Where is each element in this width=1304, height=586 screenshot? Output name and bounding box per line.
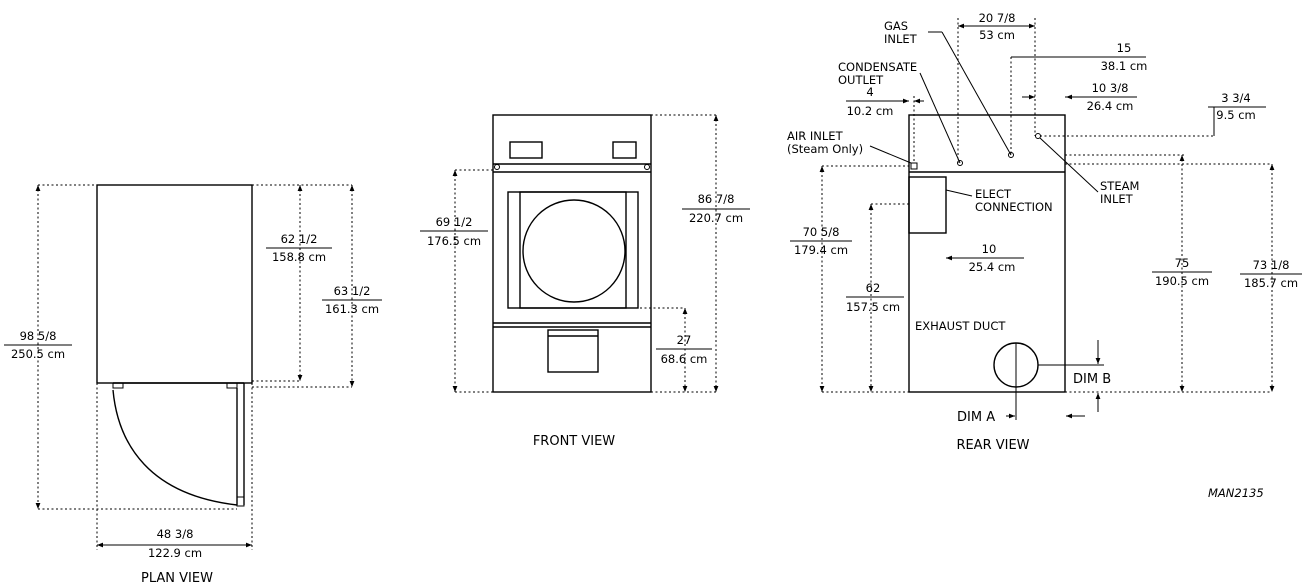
air-inlet-label-2: (Steam Only) xyxy=(787,142,863,156)
plan-width-in: 48 3/8 xyxy=(157,527,194,541)
rear-dim73-in: 73 1/8 xyxy=(1253,258,1290,272)
dim-b-label: DIM B xyxy=(1073,372,1111,387)
front-door-frame xyxy=(507,191,639,309)
front-overall-height-cm: 220.7 cm xyxy=(689,211,743,225)
front-screw-left xyxy=(494,164,500,170)
rear-gas-width-cm: 53 cm xyxy=(979,28,1015,42)
front-control-display xyxy=(509,141,543,159)
rear-elect-box xyxy=(908,176,947,234)
rear-dim10-in: 10 xyxy=(982,242,997,256)
steam-label-1: STEAM xyxy=(1100,179,1139,193)
steam-label-2: INLET xyxy=(1100,192,1134,206)
plan-depth-door-cm: 161.3 cm xyxy=(325,302,379,316)
gas-leader-b xyxy=(941,31,1012,156)
rear-air-inlet-port xyxy=(910,162,918,170)
rear-steam-port xyxy=(1035,133,1041,139)
rear-dim10-3-8-in: 10 3/8 xyxy=(1092,81,1129,95)
plan-view: 98 5/8 250.5 cm 62 1/2 158.8 cm 63 1/2 1… xyxy=(4,184,382,586)
rear-dim4-in: 4 xyxy=(866,85,873,99)
plan-width-cm: 122.9 cm xyxy=(148,546,202,560)
rear-view-title: REAR VIEW xyxy=(956,438,1029,453)
front-view-title: FRONT VIEW xyxy=(533,434,615,449)
plan-door-swing xyxy=(112,389,238,506)
front-door-glass xyxy=(522,199,626,303)
elect-leader xyxy=(945,189,973,197)
rear-dim15-in: 15 xyxy=(1117,41,1132,55)
rear-view: 20 7/8 53 cm 15 38.1 cm 10 3/8 26.4 cm 3… xyxy=(787,11,1302,453)
front-height-top-cm: 176.5 cm xyxy=(427,234,481,248)
condensate-label-2: OUTLET xyxy=(838,73,884,87)
elect-label-2: CONNECTION xyxy=(975,200,1053,214)
rear-dim3-3-4-in: 3 3/4 xyxy=(1221,91,1250,105)
plan-hinge-left xyxy=(112,382,124,389)
plan-overall-depth-in: 98 5/8 xyxy=(20,329,57,343)
steam-leader xyxy=(1039,137,1099,193)
gas-inlet-label-2: INLET xyxy=(884,32,918,46)
rear-dim4-cm: 10.2 cm xyxy=(847,104,894,118)
front-coin-box xyxy=(612,141,637,159)
front-view: 69 1/2 176.5 cm 86 7/8 220.7 cm 27 68.6 … xyxy=(420,114,750,449)
plan-cabinet-depth-cm: 158.8 cm xyxy=(272,250,326,264)
drawing-id: MAN2135 xyxy=(1208,486,1264,500)
rear-dim62-in: 62 xyxy=(866,281,881,295)
front-height-top-in: 69 1/2 xyxy=(436,215,473,229)
air-inlet-leader xyxy=(869,145,912,164)
front-door-height-in: 27 xyxy=(677,333,692,347)
gas-inlet-label-1: GAS xyxy=(884,19,908,33)
front-cabinet xyxy=(492,114,652,393)
plan-hinge-right xyxy=(226,382,238,389)
plan-cabinet xyxy=(96,184,253,384)
front-lint-door xyxy=(547,329,599,373)
air-inlet-label-1: AIR INLET xyxy=(787,129,844,143)
rear-dim3-3-4-cm: 9.5 cm xyxy=(1216,108,1255,122)
rear-dim70-in: 70 5/8 xyxy=(803,225,840,239)
condensate-leader xyxy=(919,72,961,164)
rear-dim75-cm: 190.5 cm xyxy=(1155,274,1209,288)
front-door-frame-inner xyxy=(519,191,627,309)
front-overall-height-in: 86 7/8 xyxy=(698,192,735,206)
rear-dim15-cm: 38.1 cm xyxy=(1101,59,1148,73)
plan-depth-door-in: 63 1/2 xyxy=(334,284,371,298)
rear-dim10-3-8-cm: 26.4 cm xyxy=(1087,99,1134,113)
rear-cabinet xyxy=(908,114,1066,393)
front-screw-right xyxy=(644,164,650,170)
front-door-height-cm: 68.6 cm xyxy=(661,352,708,366)
elect-label-1: ELECT xyxy=(975,187,1012,201)
plan-overall-depth-cm: 250.5 cm xyxy=(11,347,65,361)
rear-dim73-cm: 185.7 cm xyxy=(1244,276,1298,290)
dim-a-label: DIM A xyxy=(957,410,995,425)
rear-dim70-cm: 179.4 cm xyxy=(794,243,848,257)
rear-dim75-in: 75 xyxy=(1175,256,1190,270)
plan-view-title: PLAN VIEW xyxy=(141,571,213,586)
rear-dim62-cm: 157.5 cm xyxy=(846,300,900,314)
exhaust-duct-label: EXHAUST DUCT xyxy=(915,319,1006,333)
condensate-label-1: CONDENSATE xyxy=(838,60,917,74)
plan-door-latch xyxy=(236,496,245,507)
plan-cabinet-depth-in: 62 1/2 xyxy=(281,232,318,246)
rear-gas-width-in: 20 7/8 xyxy=(979,11,1016,25)
rear-dim10-cm: 25.4 cm xyxy=(969,260,1016,274)
